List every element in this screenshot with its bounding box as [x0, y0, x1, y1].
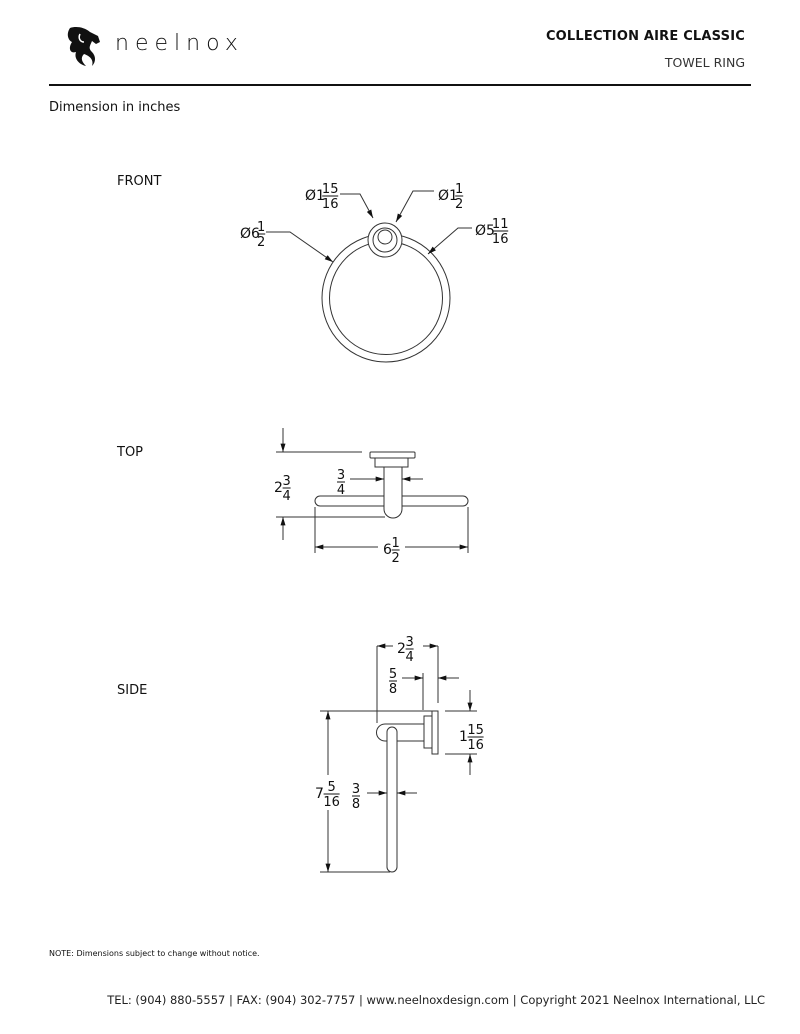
disclaimer-note: NOTE: Dimensions subject to change witho…	[49, 949, 260, 958]
dimension-whole: 1	[459, 729, 468, 745]
dimension-numerator: 1	[391, 536, 399, 551]
dimension-denominator: 2	[455, 197, 463, 212]
front-view-drawing	[266, 190, 472, 363]
brand-logo-horse-icon	[67, 27, 100, 66]
dimension-numerator: 5	[327, 780, 335, 795]
dimension-denominator: 2	[391, 551, 399, 566]
dimension-whole: Ø5	[475, 223, 495, 239]
dimension-numerator: 3	[405, 635, 413, 650]
dimension-denominator: 8	[389, 682, 397, 697]
dimension-whole: 7	[315, 786, 324, 802]
dimension-denominator: 4	[337, 483, 345, 498]
side-view-drawing	[320, 643, 477, 873]
header-divider	[49, 84, 751, 86]
side-view-label: SIDE	[117, 683, 148, 698]
dimension-denominator: 16	[467, 738, 484, 753]
dimension-whole: 6	[383, 542, 392, 558]
dimension-whole: 2	[397, 641, 406, 657]
dimension-numerator: 3	[337, 468, 345, 483]
dimension-numerator: 15	[322, 182, 339, 197]
top-view-label: TOP	[117, 445, 144, 460]
dimension-numerator: 5	[389, 667, 397, 682]
dimension-numerator: 15	[467, 723, 484, 738]
dimension-numerator: 3	[282, 474, 290, 489]
dimension-denominator: 16	[322, 197, 339, 212]
brand-name: neelnox	[115, 31, 244, 56]
rod-dimension: 38	[352, 782, 360, 812]
front-view-label: FRONT	[117, 174, 162, 189]
dimension-denominator: 8	[352, 797, 360, 812]
dimension-denominator: 16	[323, 795, 340, 810]
post-width-dimension: 34	[337, 468, 345, 498]
dimension-whole: 2	[274, 480, 283, 496]
product-name: TOWEL RING	[664, 55, 745, 70]
dimension-numerator: 3	[352, 782, 360, 797]
top-view-drawing	[276, 428, 469, 553]
dimension-numerator: 1	[257, 220, 265, 235]
dimension-denominator: 4	[405, 650, 413, 665]
dimension-whole: Ø6	[240, 226, 260, 242]
dimension-numerator: 11	[492, 217, 509, 232]
footer-contact: TEL: (904) 880-5557 | FAX: (904) 302-775…	[107, 993, 765, 1007]
collection-title: COLLECTION AIRE CLASSIC	[545, 29, 745, 44]
dimension-denominator: 2	[257, 235, 265, 250]
dimension-denominator: 16	[492, 232, 509, 247]
dimension-whole: Ø1	[305, 188, 325, 204]
dimension-denominator: 4	[282, 489, 290, 504]
units-note: Dimension in inches	[49, 100, 181, 115]
flange-thickness-dimension: 58	[389, 667, 397, 697]
dimension-whole: Ø1	[438, 188, 458, 204]
dimension-numerator: 1	[455, 182, 463, 197]
